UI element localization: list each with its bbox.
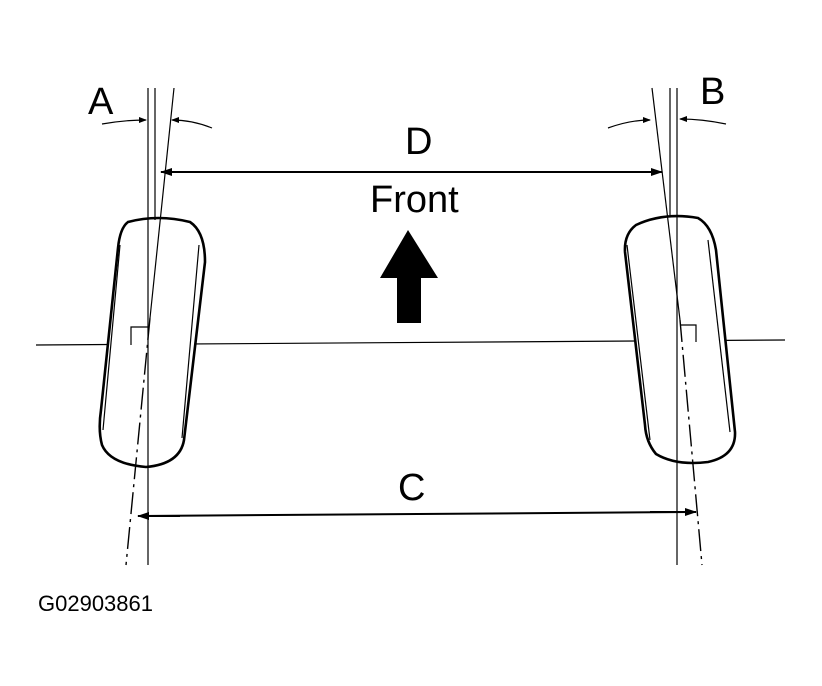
angle-a-arc-left <box>101 117 147 125</box>
label-b: B <box>700 71 725 113</box>
left-wheel-centerline-dashed <box>125 317 151 566</box>
angle-b-arc-right <box>679 116 727 125</box>
left-tire-inner-line <box>181 244 200 439</box>
right-right-angle-mark <box>680 324 697 342</box>
label-a: A <box>88 81 114 123</box>
right-wheel-centerline-dashed <box>679 319 703 566</box>
label-front: Front <box>370 179 459 221</box>
left-wheel-centerline <box>149 87 175 319</box>
right-tire-inner-line <box>626 244 651 441</box>
left-tire-outline <box>98 216 207 469</box>
dimension-c-line <box>141 511 693 517</box>
left-wheel <box>98 87 207 566</box>
right-wheel <box>623 87 737 566</box>
right-tire-outline <box>623 214 737 465</box>
label-d: D <box>405 121 432 163</box>
left-tire-inner-line <box>102 244 121 431</box>
right-wheel-centerline <box>651 87 681 321</box>
label-c: C <box>398 467 425 509</box>
right-tire-inner-line <box>707 239 731 433</box>
left-right-angle-mark <box>130 326 148 345</box>
front-direction-arrow <box>380 230 438 323</box>
angle-a-arc-right <box>171 117 213 129</box>
figure-code: G02903861 <box>38 591 153 616</box>
angle-b-arc-left <box>607 117 651 129</box>
